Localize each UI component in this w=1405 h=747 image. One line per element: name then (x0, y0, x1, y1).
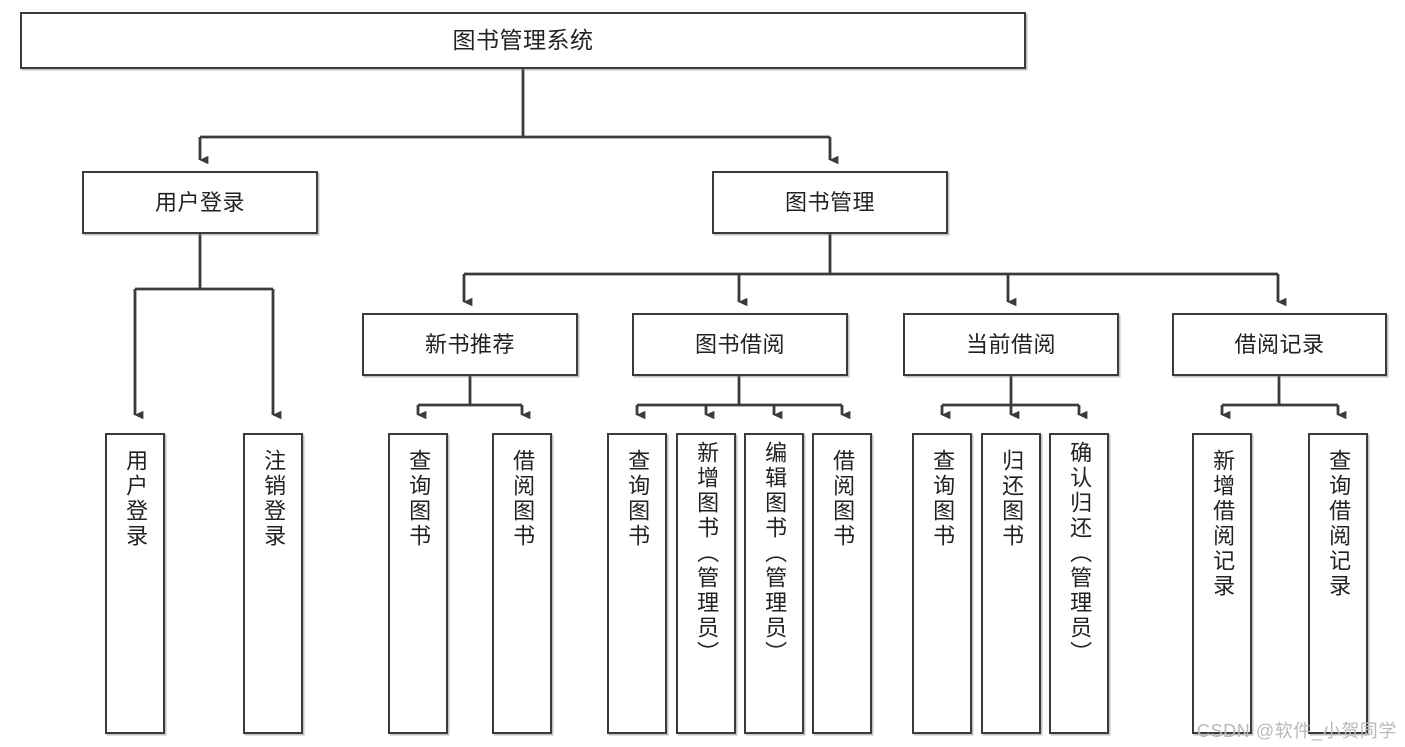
node-leaf-query-book-1-label: 查询图书 (406, 449, 432, 549)
node-leaf-user-login-label: 用户登录 (123, 449, 149, 549)
node-leaf-add-record[interactable]: 新增借阅记录 (1192, 433, 1252, 734)
node-leaf-query-book-1[interactable]: 查询图书 (388, 433, 448, 734)
node-leaf-query-record[interactable]: 查询借阅记录 (1308, 433, 1368, 734)
node-book-manage-label: 图书管理 (784, 189, 875, 215)
node-leaf-borrow-book-1[interactable]: 借阅图书 (492, 433, 552, 734)
node-leaf-return-book[interactable]: 归还图书 (981, 433, 1041, 734)
node-leaf-return-book-label: 归还图书 (999, 449, 1025, 549)
node-leaf-query-book-2[interactable]: 查询图书 (607, 433, 667, 734)
node-current-borrow[interactable]: 当前借阅 (903, 313, 1119, 376)
node-borrow-record[interactable]: 借阅记录 (1172, 313, 1387, 376)
node-user-login[interactable]: 用户登录 (82, 171, 318, 234)
node-leaf-logout-login[interactable]: 注销登录 (243, 433, 303, 734)
node-new-book-recommend[interactable]: 新书推荐 (362, 313, 578, 376)
node-book-manage[interactable]: 图书管理 (712, 171, 948, 234)
node-leaf-borrow-book-2-label: 借阅图书 (830, 449, 856, 549)
node-leaf-query-record-label: 查询借阅记录 (1326, 449, 1352, 599)
node-borrow-record-label: 借阅记录 (1234, 331, 1325, 357)
node-leaf-confirm-return[interactable]: 确认归还（管理员） (1049, 433, 1109, 734)
watermark-text: CSDN @软件_小贺同学 (1196, 721, 1397, 741)
node-leaf-query-book-2-label: 查询图书 (625, 449, 651, 549)
node-leaf-edit-book[interactable]: 编辑图书（管理员） (744, 433, 804, 734)
node-current-borrow-label: 当前借阅 (965, 331, 1056, 357)
node-leaf-borrow-book-2[interactable]: 借阅图书 (812, 433, 872, 734)
node-leaf-confirm-return-label: 确认归还（管理员） (1067, 441, 1093, 666)
node-leaf-query-book-3[interactable]: 查询图书 (912, 433, 972, 734)
node-root-label: 图书管理系统 (452, 26, 594, 53)
node-leaf-logout-login-label: 注销登录 (261, 449, 287, 549)
node-new-book-recommend-label: 新书推荐 (424, 331, 515, 357)
node-leaf-add-book-label: 新增图书（管理员） (694, 441, 720, 666)
node-leaf-edit-book-label: 编辑图书（管理员） (762, 441, 788, 666)
node-leaf-borrow-book-1-label: 借阅图书 (510, 449, 536, 549)
node-book-borrow-label: 图书借阅 (694, 331, 785, 357)
node-leaf-user-login[interactable]: 用户登录 (105, 433, 165, 734)
node-leaf-query-book-3-label: 查询图书 (930, 449, 956, 549)
node-leaf-add-record-label: 新增借阅记录 (1210, 449, 1236, 599)
node-user-login-label: 用户登录 (154, 189, 245, 215)
node-book-borrow[interactable]: 图书借阅 (632, 313, 848, 376)
node-root[interactable]: 图书管理系统 (20, 12, 1026, 69)
node-leaf-add-book[interactable]: 新增图书（管理员） (676, 433, 736, 734)
